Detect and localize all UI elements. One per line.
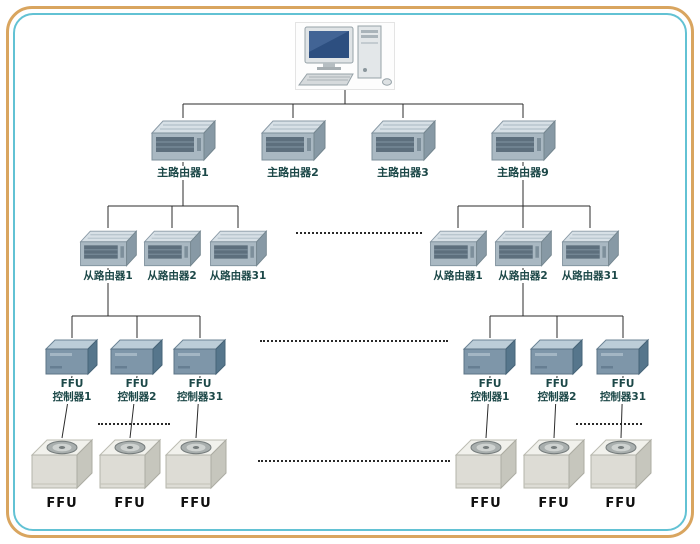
ffu-icon bbox=[522, 438, 586, 490]
ffu-controller-icon bbox=[172, 338, 228, 376]
main-router-1 bbox=[148, 118, 218, 162]
ffu-unit-left-31 bbox=[164, 438, 228, 490]
ffu-controller-right-1-label: FFU 控制器1 bbox=[458, 378, 522, 405]
ellipsis-dots-slave-level bbox=[296, 232, 422, 234]
slave-router-left-1 bbox=[77, 228, 139, 268]
ffu-icon bbox=[589, 438, 653, 490]
main-router-9-label: 主路由器9 bbox=[478, 166, 568, 180]
slave-router-right-2 bbox=[492, 228, 554, 268]
ffu-controller-right-2-label: FFU 控制器2 bbox=[525, 378, 589, 405]
ffu-unit-left-1 bbox=[30, 438, 94, 490]
router-icon bbox=[148, 118, 218, 162]
ffu-unit-right-1 bbox=[454, 438, 518, 490]
ellipsis-dots-ffu-level bbox=[258, 460, 450, 462]
main-router-2 bbox=[258, 118, 328, 162]
router-icon bbox=[427, 228, 489, 268]
ffu-unit-right-1-label: FFU bbox=[458, 496, 514, 513]
router-icon bbox=[492, 228, 554, 268]
router-icon bbox=[77, 228, 139, 268]
ffu-icon bbox=[454, 438, 518, 490]
slave-router-right-1 bbox=[427, 228, 489, 268]
ffu-controller-left-1 bbox=[44, 338, 100, 376]
ffu-controller-icon bbox=[44, 338, 100, 376]
inner-frame-border bbox=[13, 13, 687, 531]
router-icon bbox=[258, 118, 328, 162]
ffu-unit-left-2-label: FFU bbox=[102, 496, 158, 513]
main-router-1-label: 主路由器1 bbox=[138, 166, 228, 180]
ffu-icon bbox=[98, 438, 162, 490]
ellipsis-dots-right-ffu-links bbox=[576, 423, 642, 425]
ffu-controller-left-2-label: FFU 控制器2 bbox=[105, 378, 169, 405]
main-router-3-label: 主路由器3 bbox=[358, 166, 448, 180]
ffu-controller-icon bbox=[529, 338, 585, 376]
ffu-unit-right-2-label: FFU bbox=[526, 496, 582, 513]
ffu-unit-right-31-label: FFU bbox=[593, 496, 649, 513]
ffu-controller-right-2 bbox=[529, 338, 585, 376]
slave-router-right-31 bbox=[559, 228, 621, 268]
ellipsis-dots-controller-level bbox=[260, 340, 448, 342]
ffu-controller-left-31 bbox=[172, 338, 228, 376]
slave-router-left-2 bbox=[141, 228, 203, 268]
ffu-unit-right-31 bbox=[589, 438, 653, 490]
ffu-unit-left-31-label: FFU bbox=[168, 496, 224, 513]
ffu-controller-left-31-label: FFU 控制器31 bbox=[168, 378, 232, 405]
slave-router-left-31 bbox=[207, 228, 269, 268]
slave-router-left-2-label: 从路由器2 bbox=[137, 270, 207, 284]
ffu-controller-left-1-label: FFU 控制器1 bbox=[40, 378, 104, 405]
main-router-2-label: 主路由器2 bbox=[248, 166, 338, 180]
ffu-icon bbox=[164, 438, 228, 490]
ffu-icon bbox=[30, 438, 94, 490]
main-router-9 bbox=[488, 118, 558, 162]
router-icon bbox=[141, 228, 203, 268]
ffu-controller-icon bbox=[595, 338, 651, 376]
router-icon bbox=[559, 228, 621, 268]
ffu-controller-icon bbox=[462, 338, 518, 376]
ffu-controller-right-1 bbox=[462, 338, 518, 376]
slave-router-left-1-label: 从路由器1 bbox=[73, 270, 143, 284]
slave-router-right-2-label: 从路由器2 bbox=[488, 270, 558, 284]
slave-router-left-31-label: 从路由器31 bbox=[203, 270, 273, 284]
outer-frame-border bbox=[6, 6, 694, 538]
ffu-controller-left-2 bbox=[109, 338, 165, 376]
ellipsis-dots-left-ffu-links bbox=[98, 423, 170, 425]
slave-router-right-31-label: 从路由器31 bbox=[555, 270, 625, 284]
ffu-controller-right-31-label: FFU 控制器31 bbox=[591, 378, 655, 405]
router-icon bbox=[207, 228, 269, 268]
slave-router-right-1-label: 从路由器1 bbox=[423, 270, 493, 284]
computer-icon bbox=[295, 22, 395, 90]
ffu-unit-right-2 bbox=[522, 438, 586, 490]
ffu-controller-right-31 bbox=[595, 338, 651, 376]
main-router-3 bbox=[368, 118, 438, 162]
router-icon bbox=[488, 118, 558, 162]
monitoring-computer bbox=[295, 22, 395, 90]
ffu-unit-left-2 bbox=[98, 438, 162, 490]
router-icon bbox=[368, 118, 438, 162]
ffu-controller-icon bbox=[109, 338, 165, 376]
ffu-unit-left-1-label: FFU bbox=[34, 496, 90, 513]
